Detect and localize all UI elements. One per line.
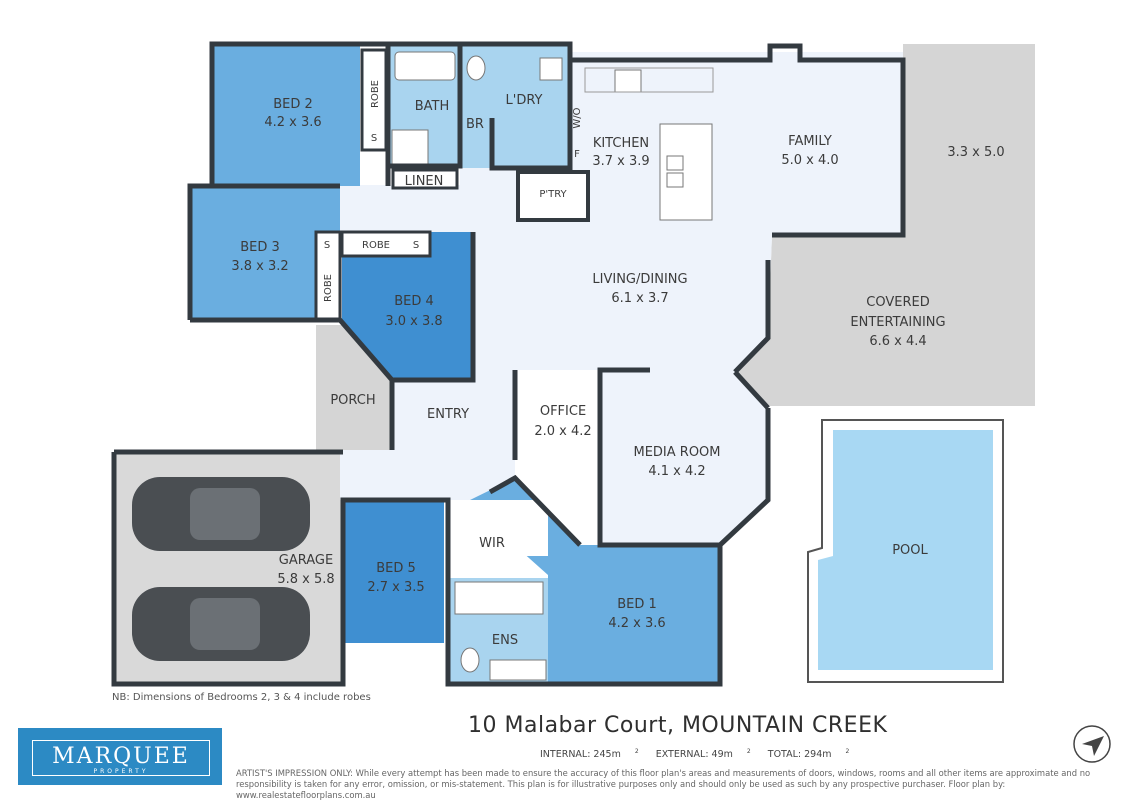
walls bbox=[111, 41, 906, 687]
label-office-name: OFFICE bbox=[540, 404, 586, 419]
label-bed2-name: BED 2 bbox=[273, 97, 313, 112]
label-bed1-name: BED 1 bbox=[617, 597, 657, 612]
dimensions-note: NB: Dimensions of Bedrooms 2, 3 & 4 incl… bbox=[112, 692, 371, 703]
label-bed3-name: BED 3 bbox=[240, 240, 280, 255]
label-garage-dims: 5.8 x 5.8 bbox=[277, 572, 334, 587]
sink-bowl-1 bbox=[666, 155, 684, 171]
internal-area-unit: 2 bbox=[634, 748, 639, 755]
label-office-dims: 2.0 x 4.2 bbox=[534, 424, 591, 439]
label-ensuite: ENS bbox=[492, 633, 518, 648]
internal-area-text: INTERNAL: 245m bbox=[540, 749, 621, 761]
label-robe-bed2: ROBE bbox=[370, 80, 381, 108]
robe-bed4 bbox=[340, 230, 432, 258]
laundry-tub bbox=[539, 57, 563, 81]
label-kitchen-dims: 3.7 x 3.9 bbox=[592, 154, 649, 169]
label-entry: ENTRY bbox=[427, 407, 469, 422]
logo-main-text: MARQUEE bbox=[52, 744, 190, 769]
north-arrow-icon bbox=[1073, 725, 1111, 763]
label-robe-bed3: ROBE bbox=[323, 274, 334, 302]
label-porch: PORCH bbox=[330, 393, 375, 408]
kitchen-island bbox=[659, 123, 713, 221]
covered-entertaining-area bbox=[735, 44, 1035, 406]
bathtub bbox=[394, 51, 456, 81]
ensuite-vanity bbox=[489, 659, 547, 681]
living-area bbox=[340, 52, 903, 545]
label-laundry: L'DRY bbox=[506, 93, 543, 108]
pantry bbox=[516, 170, 590, 222]
internal-area: INTERNAL: 245m 2 bbox=[540, 748, 639, 761]
floor-plan: BED 2 4.2 x 3.6 BED 3 3.8 x 3.2 BED 4 3.… bbox=[111, 41, 1035, 687]
total-area: TOTAL: 294m 2 bbox=[767, 748, 850, 761]
ensuite-bath bbox=[454, 581, 544, 615]
logo-sub-text: PROPERTY bbox=[93, 768, 149, 775]
external-area-unit: 2 bbox=[746, 748, 751, 755]
property-address: 10 Malabar Court, MOUNTAIN CREEK bbox=[468, 713, 888, 738]
total-area-unit: 2 bbox=[845, 748, 850, 755]
label-pool: POOL bbox=[892, 543, 928, 558]
pool-water bbox=[833, 430, 993, 670]
label-robe-bed4: ROBE bbox=[362, 240, 390, 251]
ensuite-toilet bbox=[460, 647, 480, 673]
cooktop bbox=[614, 69, 642, 93]
label-br: BR bbox=[466, 117, 484, 132]
shower bbox=[391, 129, 429, 165]
label-bed3-dims: 3.8 x 3.2 bbox=[231, 259, 288, 274]
label-fridge: F bbox=[574, 149, 580, 160]
logo-frame: MARQUEE PROPERTY bbox=[32, 740, 210, 776]
pool-water-step bbox=[818, 430, 833, 670]
label-bed2-dims: 4.2 x 3.6 bbox=[264, 115, 321, 130]
total-area-text: TOTAL: 294m bbox=[767, 749, 832, 761]
area-summary: INTERNAL: 245m 2 EXTERNAL: 49m 2 TOTAL: 29… bbox=[540, 748, 863, 760]
label-pantry: P'TRY bbox=[539, 189, 567, 200]
kitchen-bench bbox=[584, 67, 714, 93]
car-bottom bbox=[132, 587, 310, 661]
label-bed4-name: BED 4 bbox=[394, 294, 434, 309]
sink-bowl-2 bbox=[666, 172, 684, 188]
label-garage-name: GARAGE bbox=[279, 553, 333, 568]
marquee-logo: MARQUEE PROPERTY bbox=[18, 728, 222, 785]
bed5-room bbox=[343, 500, 444, 643]
bed4-room bbox=[342, 232, 473, 378]
toilet bbox=[466, 55, 486, 81]
label-deck-dims: 3.3 x 5.0 bbox=[947, 145, 1004, 160]
external-area-text: EXTERNAL: 49m bbox=[655, 749, 733, 761]
bed2-room bbox=[212, 46, 360, 186]
label-shelf-bed3: S bbox=[324, 240, 330, 251]
label-covered-dims: 6.6 x 4.4 bbox=[869, 334, 926, 349]
wir-room bbox=[448, 500, 548, 556]
label-linen: LINEN bbox=[405, 174, 444, 189]
label-bed1-dims: 4.2 x 3.6 bbox=[608, 616, 665, 631]
label-bed5-dims: 2.7 x 3.5 bbox=[367, 580, 424, 595]
label-media-name: MEDIA ROOM bbox=[633, 445, 720, 460]
label-kitchen-name: KITCHEN bbox=[593, 136, 649, 151]
disclaimer-text: ARTIST'S IMPRESSION ONLY: While every at… bbox=[236, 768, 1091, 800]
label-shelf-bed4: S bbox=[413, 240, 419, 251]
label-family-dims: 5.0 x 4.0 bbox=[781, 153, 838, 168]
label-walk-in-oven: W/O bbox=[572, 107, 583, 128]
label-covered-name1: COVERED bbox=[866, 295, 929, 310]
car-top bbox=[132, 477, 310, 551]
label-shelf-bed2: S bbox=[371, 133, 377, 144]
label-bed5-name: BED 5 bbox=[376, 561, 416, 576]
label-bed4-dims: 3.0 x 3.8 bbox=[385, 314, 442, 329]
label-covered-name2: ENTERTAINING bbox=[850, 315, 945, 330]
label-media-dims: 4.1 x 4.2 bbox=[648, 464, 705, 479]
label-family-name: FAMILY bbox=[788, 134, 832, 149]
label-wir: WIR bbox=[479, 536, 505, 551]
label-living-name: LIVING/DINING bbox=[592, 272, 687, 287]
label-living-dims: 6.1 x 3.7 bbox=[611, 291, 668, 306]
linen-cupboard bbox=[391, 168, 459, 190]
label-bath: BATH bbox=[415, 99, 450, 114]
external-area: EXTERNAL: 49m 2 bbox=[655, 748, 751, 761]
